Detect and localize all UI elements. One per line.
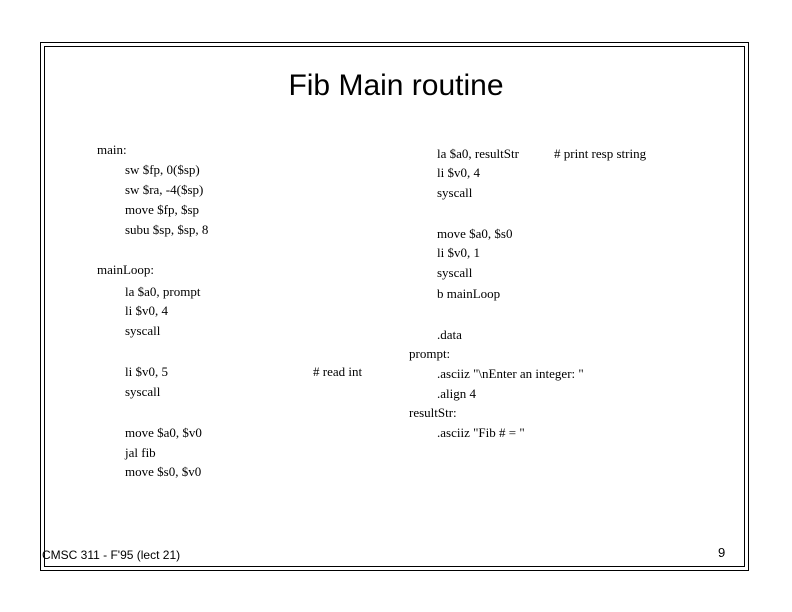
footer-course-label: CMSC 311 - F'95 (lect 21) <box>42 548 181 562</box>
directive-asciiz-prompt: .asciiz "\nEnter an integer: " <box>437 366 584 381</box>
comment-print-resp: # print resp string <box>554 146 647 161</box>
slide-inner-border <box>44 46 745 567</box>
code-la-resultstr: la $a0, resultStr <box>437 146 519 161</box>
directive-data: .data <box>437 327 462 342</box>
code-la-prompt: la $a0, prompt <box>125 284 201 299</box>
page-number: 9 <box>718 545 726 560</box>
directive-asciiz-result: .asciiz "Fib # = " <box>437 425 525 440</box>
code-li-4-right: li $v0, 4 <box>437 165 480 180</box>
code-li-5: li $v0, 5 <box>125 364 168 379</box>
code-syscall-right-1: syscall <box>437 185 473 200</box>
code-move-fp: move $fp, $sp <box>125 202 200 217</box>
code-sw-ra: sw $ra, -4($sp) <box>125 182 204 197</box>
code-sw-fp: sw $fp, 0($sp) <box>125 162 200 177</box>
code-li-4-left: li $v0, 4 <box>125 303 168 318</box>
code-syscall-right-2: syscall <box>437 265 473 280</box>
label-main: main: <box>97 142 127 157</box>
slide-frame <box>40 42 749 571</box>
code-li-1: li $v0, 1 <box>437 245 480 260</box>
label-resultstr: resultStr: <box>409 405 457 420</box>
code-move-a0-s0: move $a0, $s0 <box>437 226 513 241</box>
code-syscall-left-2: syscall <box>125 384 161 399</box>
slide-title: Fib Main routine <box>288 69 504 102</box>
code-b-mainloop: b mainLoop <box>437 286 501 301</box>
code-jal-fib: jal fib <box>125 445 156 460</box>
directive-align-4: .align 4 <box>437 386 476 401</box>
code-subu-sp: subu $sp, $sp, 8 <box>125 222 209 237</box>
comment-read-int: # read int <box>313 364 363 379</box>
code-move-a0-v0: move $a0, $v0 <box>125 425 202 440</box>
code-move-s0-v0: move $s0, $v0 <box>125 464 202 479</box>
code-syscall-left-1: syscall <box>125 323 161 338</box>
label-prompt: prompt: <box>409 346 451 361</box>
label-mainloop: mainLoop: <box>97 262 155 277</box>
